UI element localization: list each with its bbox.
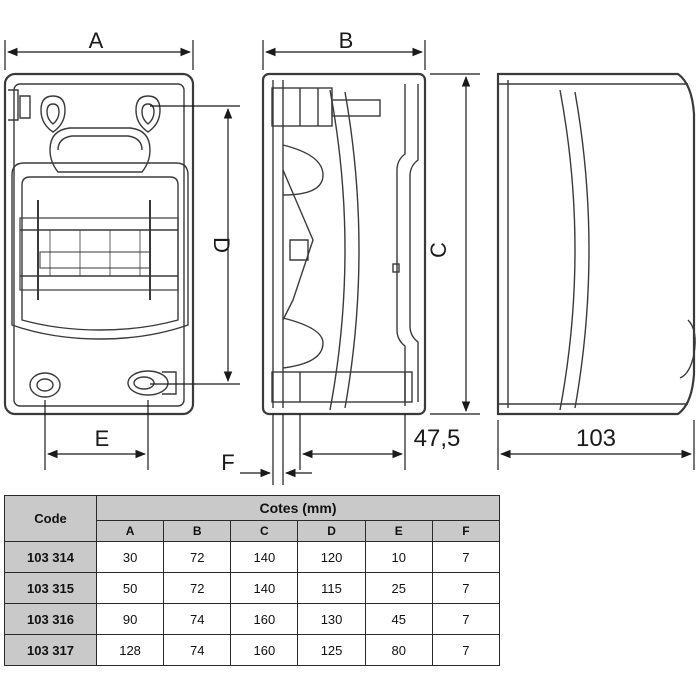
cell-c: 160 (230, 634, 299, 666)
column-header-a: A (95, 520, 165, 542)
cell-e: 10 (364, 541, 433, 573)
table-row: 103 315 50 72 140 115 25 7 (4, 572, 501, 604)
cell-d: 125 (297, 634, 366, 666)
row-code: 103 316 (4, 603, 97, 635)
cell-f: 7 (431, 541, 501, 573)
table-row: 103 314 30 72 140 120 10 7 (4, 541, 501, 573)
cell-a: 30 (95, 541, 165, 573)
dimension-lines (4, 40, 695, 485)
column-header-e: E (364, 520, 433, 542)
dim-label-d: D (209, 237, 234, 253)
dim-label-c: C (426, 242, 451, 258)
cell-b: 72 (163, 572, 232, 604)
cell-b: 74 (163, 634, 232, 666)
table-row: 103 316 90 74 160 130 45 7 (4, 603, 501, 635)
dim-label-b: B (339, 28, 354, 53)
cell-a: 90 (95, 603, 165, 635)
cotes-header: Cotes (mm) (96, 495, 500, 521)
cell-f: 7 (431, 634, 501, 666)
row-code: 103 314 (4, 541, 97, 573)
closed-view (496, 72, 696, 416)
cell-b: 72 (163, 541, 232, 573)
dim-label-height: 103 (576, 425, 616, 452)
dim-label-e: E (95, 426, 110, 451)
dim-label-a: A (89, 28, 104, 53)
cell-c: 140 (230, 541, 299, 573)
cell-f: 7 (431, 603, 501, 635)
cell-c: 140 (230, 572, 299, 604)
code-header: Code (4, 495, 97, 542)
column-header-c: C (230, 520, 299, 542)
cell-a: 50 (95, 572, 165, 604)
column-header-b: B (163, 520, 232, 542)
dim-label-depth: 47,5 (414, 425, 461, 452)
front-view (3, 72, 195, 416)
row-code: 103 317 (4, 634, 97, 666)
row-code: 103 315 (4, 572, 97, 604)
cell-c: 160 (230, 603, 299, 635)
cell-a: 128 (95, 634, 165, 666)
cell-b: 74 (163, 603, 232, 635)
dimensions-table: Code Cotes (mm) A B C D E F 103 314 30 7… (4, 495, 501, 666)
column-header-d: D (297, 520, 366, 542)
cell-d: 130 (297, 603, 366, 635)
cell-f: 7 (431, 572, 501, 604)
cell-d: 120 (297, 541, 366, 573)
cell-d: 115 (297, 572, 366, 604)
dim-label-f: F (221, 450, 234, 475)
column-header-f: F (431, 520, 501, 542)
cell-e: 25 (364, 572, 433, 604)
side-view (261, 72, 427, 416)
cell-e: 45 (364, 603, 433, 635)
technical-drawing: A B D C E F 47,5 103 (3, 28, 696, 485)
dimension-labels: A B D C E F 47,5 103 (89, 28, 616, 475)
table-row: 103 317 128 74 160 125 80 7 (4, 634, 501, 666)
cell-e: 80 (364, 634, 433, 666)
